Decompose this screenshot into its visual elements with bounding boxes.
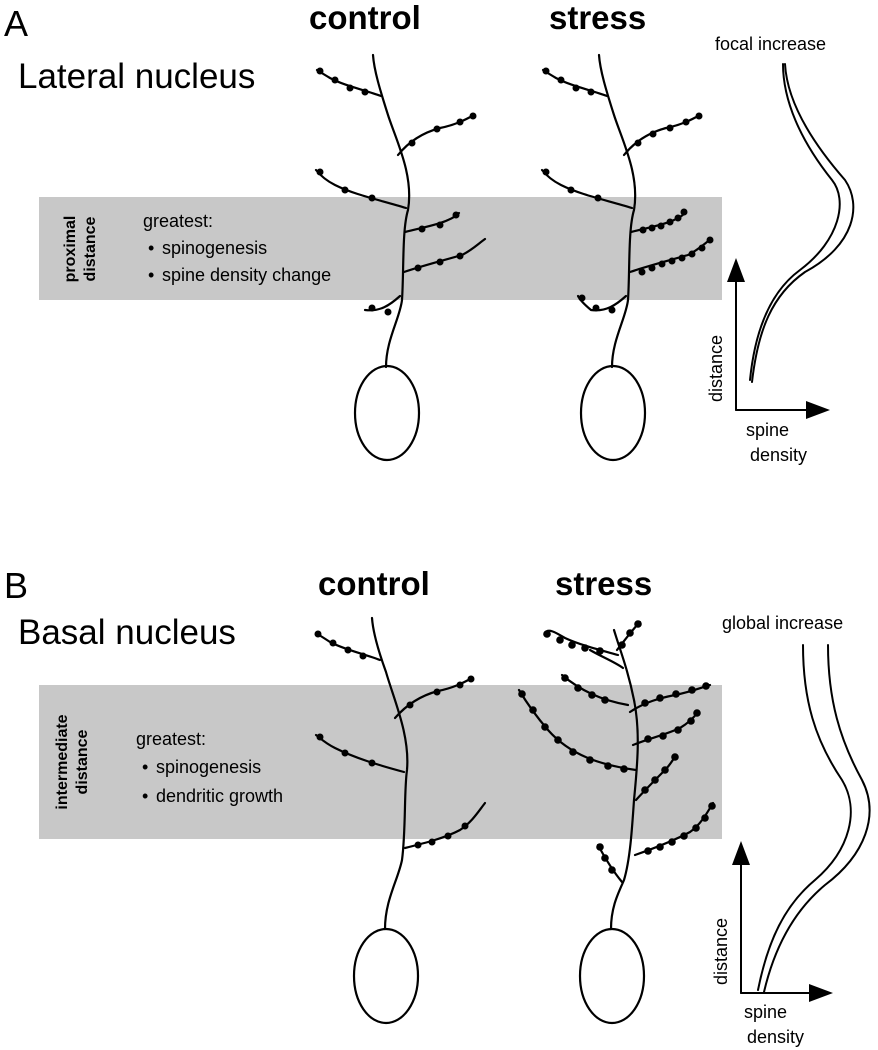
curve-control-b (757, 644, 852, 991)
x-arrowhead-b (809, 984, 833, 1002)
dendrite-branch (588, 648, 625, 670)
nucleus-title-b: Basal nucleus (18, 613, 236, 652)
dendrite-branch (315, 68, 383, 98)
spines (542, 67, 714, 314)
dendrite-branch (403, 801, 487, 850)
dendrite-branch (596, 843, 624, 884)
curve-stress-b (763, 644, 871, 993)
column-header-stress-b: stress (555, 565, 652, 602)
panel-letter-b: B (4, 565, 28, 606)
column-header-control-a: control (309, 0, 421, 36)
dendrite-branch (363, 294, 402, 312)
band-label-a: proximal distance (62, 216, 99, 283)
x-axis-label-a2: density (750, 445, 807, 465)
bullet-dot-a2: • (148, 265, 154, 285)
svg-text:intermediate: intermediate (54, 714, 71, 809)
neuron-control-a (314, 53, 487, 462)
bullet-b2: dendritic growth (156, 786, 283, 806)
panel-letter-a: A (4, 3, 28, 44)
note-title-b: greatest: (136, 729, 206, 749)
curve-stress-a (751, 63, 855, 383)
soma (579, 364, 647, 462)
x-axis-label-b1: spine (744, 1002, 787, 1022)
soma (353, 364, 421, 462)
note-title-a: greatest: (143, 211, 213, 231)
soma (578, 927, 646, 1025)
bullet-a1: spinogenesis (162, 238, 267, 258)
apical-dendrite (597, 53, 637, 369)
spines (316, 67, 477, 316)
svg-text:distance: distance (82, 216, 99, 281)
bullet-dot-b1: • (142, 757, 148, 777)
neuron-stress-b (517, 620, 716, 1025)
neuron-control-b (314, 616, 487, 1025)
svg-text:distance: distance (74, 729, 91, 794)
apical-dendrite (370, 616, 409, 931)
curve-control-a (749, 63, 841, 381)
y-arrowhead-b (732, 841, 750, 865)
x-axis-label-a1: spine (746, 420, 789, 440)
dendrite-branch (543, 629, 620, 657)
dendrite-branch (541, 68, 609, 98)
neuron-stress-a (540, 53, 714, 462)
spines (518, 620, 716, 874)
apical-dendrite (371, 53, 411, 369)
column-header-control-b: control (318, 565, 430, 602)
band-label-b: intermediate distance (54, 714, 91, 809)
intermediate-band (39, 685, 722, 839)
dendrite-branch (633, 801, 715, 857)
soma (352, 927, 420, 1025)
proximal-band (39, 197, 722, 300)
y-axis-label-b: distance (711, 918, 731, 985)
bullet-b1: spinogenesis (156, 757, 261, 777)
spines (314, 630, 475, 849)
density-plot-a: focal increase distance spine density (706, 34, 855, 465)
density-plot-b: global increase distance spine density (711, 613, 871, 1047)
panel-b: B Basal nucleus control stress intermedi… (4, 565, 871, 1047)
bullet-dot-b2: • (142, 786, 148, 806)
column-header-stress-a: stress (549, 0, 646, 36)
svg-text:proximal: proximal (62, 216, 79, 283)
x-arrowhead-a (806, 401, 830, 419)
apical-dendrite (609, 628, 639, 931)
y-axis-label-a: distance (706, 335, 726, 402)
x-axis-label-b2: density (747, 1027, 804, 1047)
bullet-a2: spine density change (162, 265, 331, 285)
panel-a: A Lateral nucleus control stress proxima… (4, 0, 855, 465)
bullet-dot-a1: • (148, 238, 154, 258)
dendrite-branch (628, 237, 713, 274)
curve-title-b: global increase (722, 613, 843, 633)
nucleus-title-a: Lateral nucleus (18, 57, 255, 96)
curve-title-a: focal increase (715, 34, 826, 54)
y-arrowhead-a (727, 258, 745, 282)
